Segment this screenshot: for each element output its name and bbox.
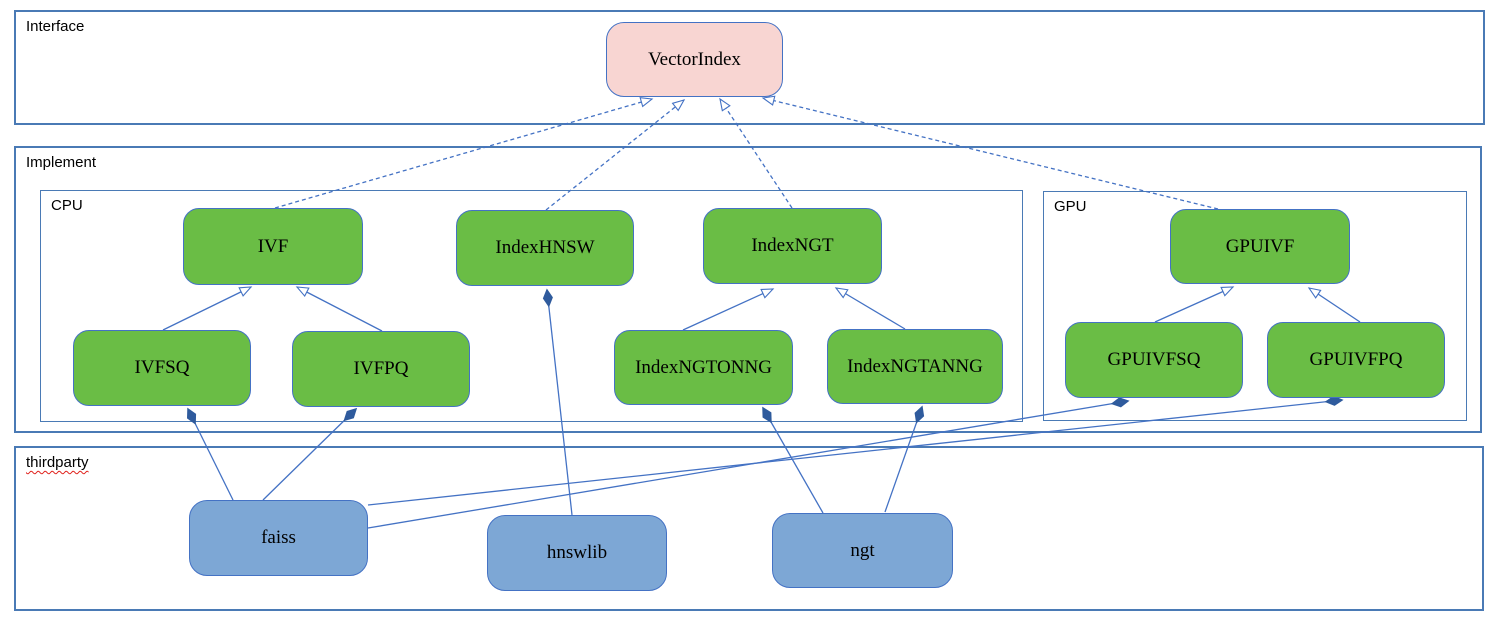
node-indexngtanng-label: IndexNGTANNG bbox=[847, 355, 983, 377]
node-hnswlib-label: hnswlib bbox=[546, 542, 608, 563]
node-ivfpq-label: IVFPQ bbox=[353, 358, 409, 379]
node-gpuivfpq-label: GPUIVFPQ bbox=[1309, 349, 1403, 370]
node-ngt[interactable]: ngt bbox=[772, 513, 953, 588]
node-gpuivfsq-label: GPUIVFSQ bbox=[1107, 349, 1201, 370]
thirdparty-package-label: thirdparty bbox=[26, 454, 89, 471]
node-hnswlib[interactable]: hnswlib bbox=[487, 515, 667, 591]
node-vectorindex[interactable]: VectorIndex bbox=[606, 22, 783, 97]
node-gpuivfsq[interactable]: GPUIVFSQ bbox=[1065, 322, 1243, 398]
node-indexngt[interactable]: IndexNGT bbox=[703, 208, 882, 284]
node-indexngt-label: IndexNGT bbox=[751, 235, 834, 256]
node-ivfpq[interactable]: IVFPQ bbox=[292, 331, 470, 407]
node-gpuivf[interactable]: GPUIVF bbox=[1170, 209, 1350, 284]
implement-package-label: Implement bbox=[26, 154, 97, 171]
interface-package-label: Interface bbox=[26, 18, 85, 35]
node-faiss-label: faiss bbox=[261, 527, 296, 548]
node-ivfsq-label: IVFSQ bbox=[134, 357, 190, 378]
node-gpuivf-label: GPUIVF bbox=[1225, 235, 1295, 257]
node-faiss[interactable]: faiss bbox=[189, 500, 368, 576]
node-ngt-label: ngt bbox=[850, 539, 875, 561]
node-indexngtonng[interactable]: IndexNGTONNG bbox=[614, 330, 793, 405]
node-ivfsq[interactable]: IVFSQ bbox=[73, 330, 251, 406]
cpu-package-label: CPU bbox=[51, 197, 83, 214]
gpu-package-label: GPU bbox=[1054, 198, 1087, 215]
node-vectorindex-label: VectorIndex bbox=[648, 48, 741, 70]
node-ivf[interactable]: IVF bbox=[183, 208, 363, 285]
node-gpuivfpq[interactable]: GPUIVFPQ bbox=[1267, 322, 1445, 398]
node-indexhnsw[interactable]: IndexHNSW bbox=[456, 210, 634, 286]
node-ivf-label: IVF bbox=[257, 235, 289, 257]
node-indexngtanng[interactable]: IndexNGTANNG bbox=[827, 329, 1003, 404]
node-indexhnsw-label: IndexHNSW bbox=[495, 237, 595, 258]
node-indexngtonng-label: IndexNGTONNG bbox=[635, 356, 772, 378]
